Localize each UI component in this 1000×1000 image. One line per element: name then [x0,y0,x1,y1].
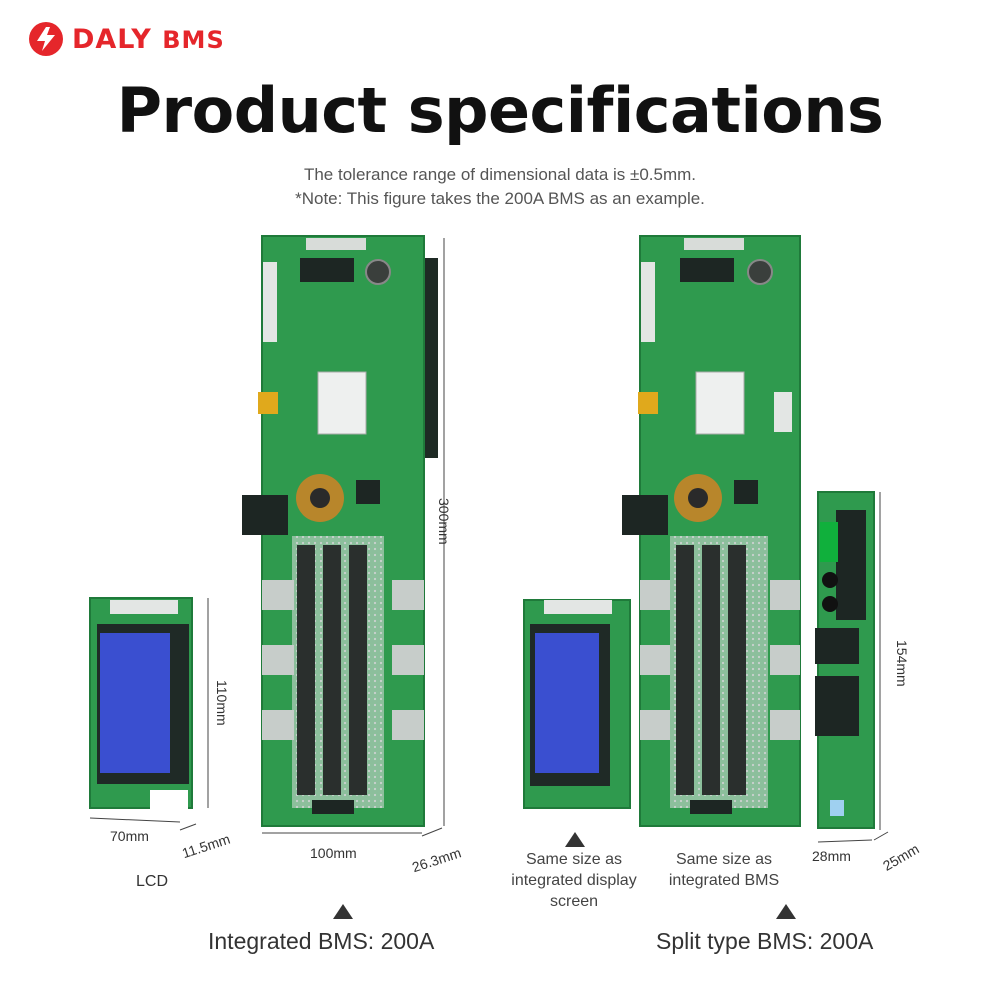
integrated-width-label: 100mm [310,845,357,861]
integrated-bms-board [242,235,438,827]
daly-logo-icon [29,22,63,56]
lcd-height-label: 110mm [214,680,230,726]
split-board-note: Same size as integrated BMS [668,851,780,889]
lcd-label: LCD [136,873,169,890]
brand-logo: DALY BMS [28,22,225,56]
split-dimension-lines [817,492,889,843]
lcd-dimension-lines [89,598,209,831]
integrated-label-arrow-icon [333,904,353,919]
split-bms-label: Split type BMS: 200A [656,928,874,954]
split-bms-board [622,235,801,827]
display-note-arrow-icon [565,832,585,847]
tolerance-note: The tolerance range of dimensional data … [303,165,697,184]
page-title: Product specifications [116,74,884,147]
split-label-arrow-icon [776,904,796,919]
split-communication-module [815,491,875,829]
brand-name: DALY BMS [72,23,225,55]
example-note: *Note: This figure takes the 200A BMS as… [295,189,705,208]
lcd-width-label: 70mm [110,828,149,844]
split-display-board [523,599,631,809]
split-module-height-label: 154mm [894,640,910,687]
split-module-width-label: 28mm [812,848,851,864]
integrated-height-label: 300mm [436,498,452,545]
lcd-board [89,597,193,810]
split-display-note: Same size as integrated display screen [511,851,637,910]
integrated-dimension-lines [262,238,445,837]
integrated-bms-label: Integrated BMS: 200A [208,928,435,954]
